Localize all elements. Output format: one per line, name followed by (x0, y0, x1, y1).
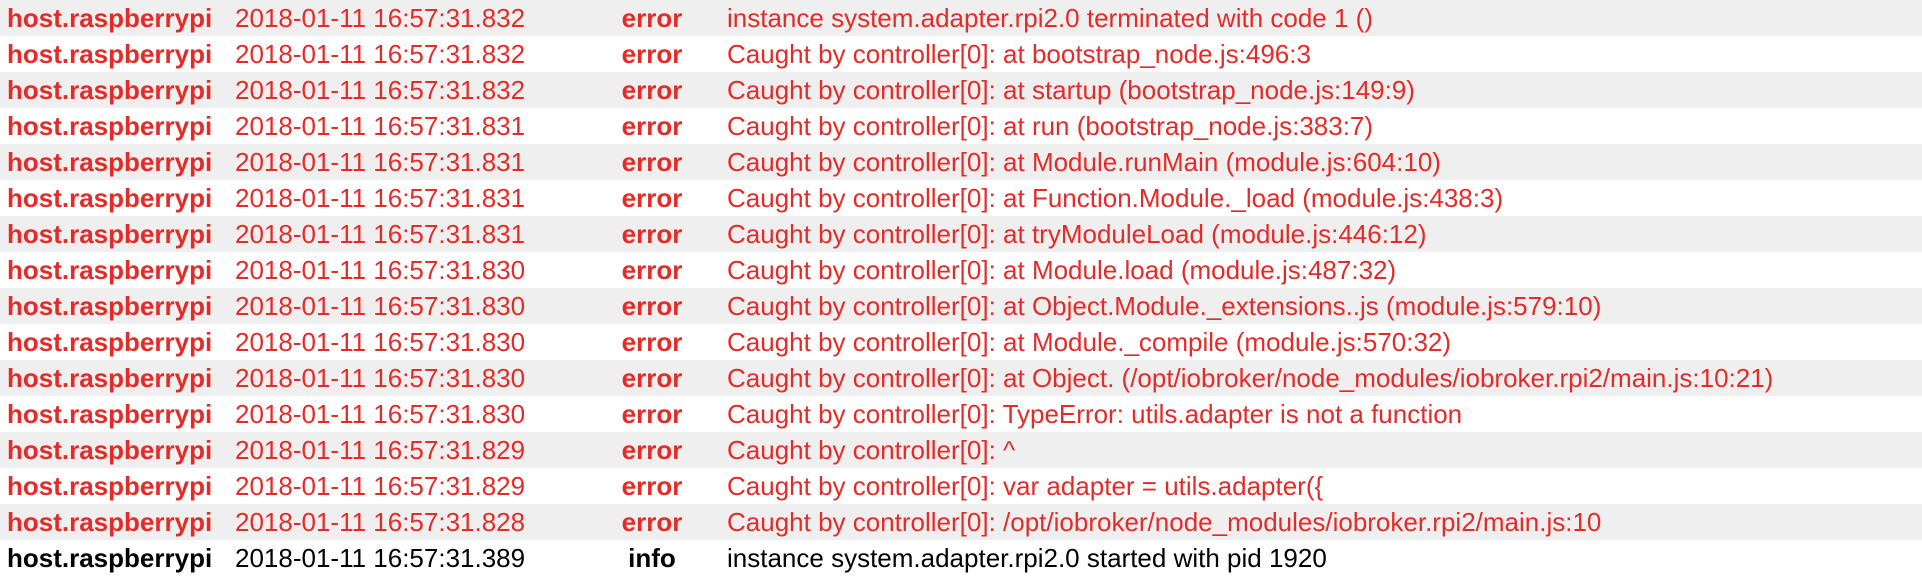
log-source: host.raspberrypi (7, 471, 213, 501)
log-message: Caught by controller[0]: at Module._comp… (727, 327, 1452, 357)
log-timestamp: 2018-01-11 16:57:31.830 (235, 363, 526, 393)
log-source: host.raspberrypi (7, 75, 213, 105)
log-message: Caught by controller[0]: /opt/iobroker/n… (727, 507, 1602, 537)
log-message: Caught by controller[0]: at startup (boo… (727, 75, 1415, 105)
log-severity: error (621, 219, 683, 249)
log-severity: error (621, 291, 683, 321)
log-row[interactable]: host.raspberrypi 2018-01-11 16:57:31.828… (0, 504, 1922, 540)
log-message: instance system.adapter.rpi2.0 started w… (727, 543, 1327, 573)
log-timestamp: 2018-01-11 16:57:31.832 (235, 75, 526, 105)
log-timestamp: 2018-01-11 16:57:31.831 (235, 147, 526, 177)
log-message: instance system.adapter.rpi2.0 terminate… (727, 3, 1373, 33)
log-source: host.raspberrypi (7, 39, 213, 69)
log-timestamp: 2018-01-11 16:57:31.828 (235, 507, 526, 537)
log-source: host.raspberrypi (7, 507, 213, 537)
log-severity: error (621, 75, 683, 105)
log-row[interactable]: host.raspberrypi 2018-01-11 16:57:31.831… (0, 216, 1922, 252)
log-severity: error (621, 39, 683, 69)
log-row[interactable]: host.raspberrypi 2018-01-11 16:57:31.832… (0, 36, 1922, 72)
log-timestamp: 2018-01-11 16:57:31.830 (235, 255, 526, 285)
log-severity: error (621, 471, 683, 501)
log-timestamp: 2018-01-11 16:57:31.831 (235, 111, 526, 141)
log-row[interactable]: host.raspberrypi 2018-01-11 16:57:31.830… (0, 288, 1922, 324)
log-row[interactable]: host.raspberrypi 2018-01-11 16:57:31.830… (0, 360, 1922, 396)
log-severity: error (621, 327, 683, 357)
log-message: Caught by controller[0]: TypeError: util… (727, 399, 1463, 429)
log-source: host.raspberrypi (7, 147, 213, 177)
log-source: host.raspberrypi (7, 435, 213, 465)
log-message: Caught by controller[0]: at Module.runMa… (727, 147, 1441, 177)
log-severity: error (621, 255, 683, 285)
log-timestamp: 2018-01-11 16:57:31.830 (235, 291, 526, 321)
log-row[interactable]: host.raspberrypi 2018-01-11 16:57:31.832… (0, 72, 1922, 108)
log-timestamp: 2018-01-11 16:57:31.830 (235, 399, 526, 429)
log-severity: info (628, 543, 676, 573)
log-timestamp: 2018-01-11 16:57:31.389 (235, 543, 526, 573)
log-source: host.raspberrypi (7, 543, 213, 573)
log-severity: error (621, 183, 683, 213)
log-timestamp: 2018-01-11 16:57:31.831 (235, 219, 526, 249)
log-row[interactable]: host.raspberrypi 2018-01-11 16:57:31.389… (0, 540, 1922, 576)
log-timestamp: 2018-01-11 16:57:31.831 (235, 183, 526, 213)
log-severity: error (621, 3, 683, 33)
log-severity: error (621, 507, 683, 537)
log-message: Caught by controller[0]: at tryModuleLoa… (727, 219, 1427, 249)
log-message: Caught by controller[0]: at run (bootstr… (727, 111, 1374, 141)
log-row[interactable]: host.raspberrypi 2018-01-11 16:57:31.829… (0, 432, 1922, 468)
log-message: Caught by controller[0]: at Function.Mod… (727, 183, 1504, 213)
log-row[interactable]: host.raspberrypi 2018-01-11 16:57:31.829… (0, 468, 1922, 504)
log-row[interactable]: host.raspberrypi 2018-01-11 16:57:31.831… (0, 144, 1922, 180)
log-timestamp: 2018-01-11 16:57:31.830 (235, 327, 526, 357)
log-row[interactable]: host.raspberrypi 2018-01-11 16:57:31.830… (0, 396, 1922, 432)
log-source: host.raspberrypi (7, 399, 213, 429)
log-source: host.raspberrypi (7, 183, 213, 213)
log-source: host.raspberrypi (7, 3, 213, 33)
log-source: host.raspberrypi (7, 255, 213, 285)
log-severity: error (621, 147, 683, 177)
log-timestamp: 2018-01-11 16:57:31.829 (235, 435, 526, 465)
log-message: Caught by controller[0]: ^ (727, 435, 1016, 465)
log-severity: error (621, 111, 683, 141)
log-source: host.raspberrypi (7, 219, 213, 249)
log-severity: error (621, 399, 683, 429)
log-source: host.raspberrypi (7, 111, 213, 141)
log-message: Caught by controller[0]: at Object.Modul… (727, 291, 1602, 321)
log-message: Caught by controller[0]: at Module.load … (727, 255, 1397, 285)
log-row[interactable]: host.raspberrypi 2018-01-11 16:57:31.830… (0, 324, 1922, 360)
log-message: Caught by controller[0]: at Object. (/op… (727, 363, 1774, 393)
log-row[interactable]: host.raspberrypi 2018-01-11 16:57:31.830… (0, 252, 1922, 288)
log-message: Caught by controller[0]: at bootstrap_no… (727, 39, 1311, 69)
log-source: host.raspberrypi (7, 363, 213, 393)
log-timestamp: 2018-01-11 16:57:31.832 (235, 3, 526, 33)
log-row[interactable]: host.raspberrypi 2018-01-11 16:57:31.832… (0, 0, 1922, 36)
log-severity: error (621, 435, 683, 465)
log-timestamp: 2018-01-11 16:57:31.829 (235, 471, 526, 501)
log-timestamp: 2018-01-11 16:57:31.832 (235, 39, 526, 69)
log-source: host.raspberrypi (7, 327, 213, 357)
log-severity: error (621, 363, 683, 393)
log-message: Caught by controller[0]: var adapter = u… (727, 471, 1324, 501)
log-row[interactable]: host.raspberrypi 2018-01-11 16:57:31.831… (0, 180, 1922, 216)
log-source: host.raspberrypi (7, 291, 213, 321)
log-row[interactable]: host.raspberrypi 2018-01-11 16:57:31.831… (0, 108, 1922, 144)
